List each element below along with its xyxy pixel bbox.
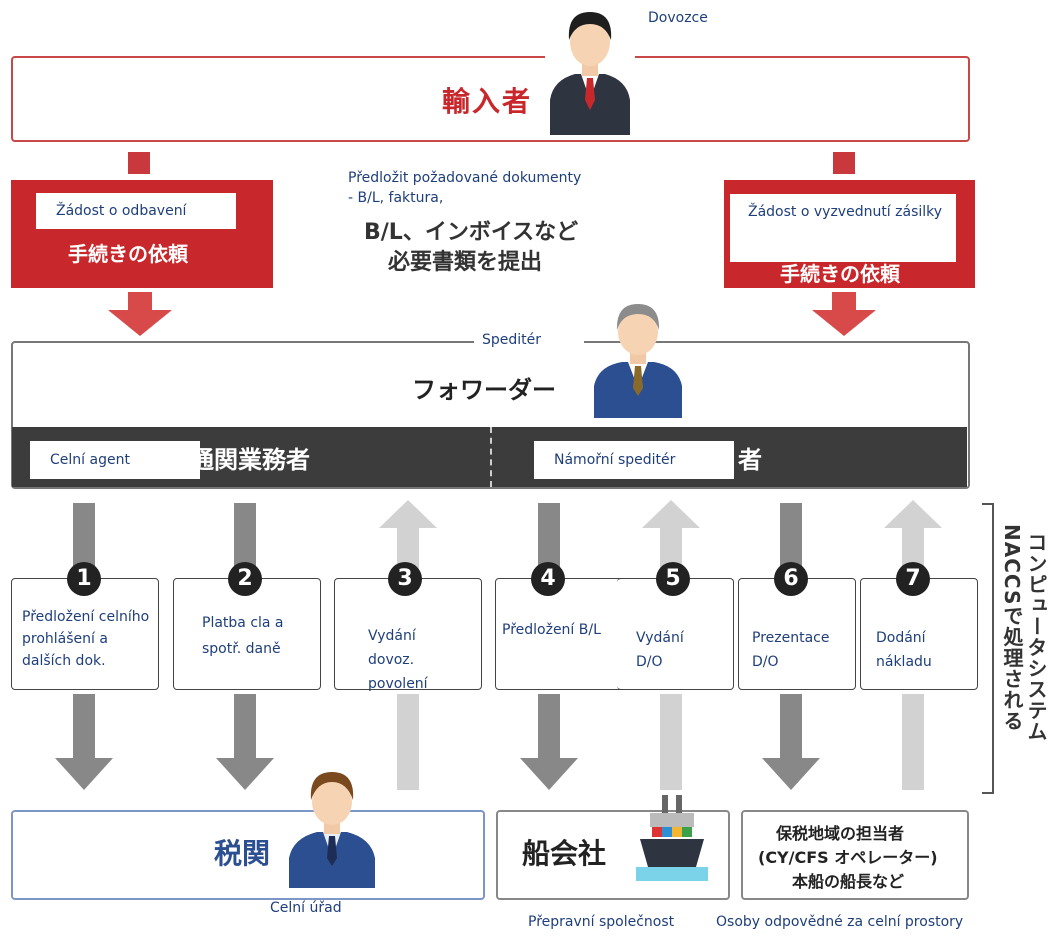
- bonded-label-cz: Osoby odpovědné za celní prostory: [716, 914, 964, 930]
- bonded-label-line1: 保税地域の担当者: [776, 824, 905, 843]
- step-4-text: Předložení B/L: [502, 622, 601, 638]
- step-5-number: 5: [656, 562, 690, 596]
- step-6-number: 6: [774, 562, 808, 596]
- request-left-label-cz: Žádost o odbavení: [36, 193, 236, 229]
- importer-box: [11, 56, 970, 142]
- step-1-text: Předložení celního prohlášení a dalších …: [22, 609, 150, 669]
- naccs-label-line1: コンピュータシステム: [1024, 532, 1048, 742]
- forwarder-label-jp: フォワーダー: [412, 376, 556, 404]
- bonded-area-box: [741, 810, 969, 900]
- customs-agent-label-jp: 通関業務者: [190, 446, 310, 474]
- center-note-jp-line1: B/L、インボイスなど: [364, 220, 579, 245]
- step-5-arrow-tail-icon: [660, 694, 682, 790]
- arrow-down-left-red-icon: [108, 292, 172, 336]
- request-right-label-jp: 手続きの依頼: [780, 262, 900, 286]
- step-6-text: Prezentace D/O: [752, 630, 830, 670]
- importer-label-jp: 輸入者: [442, 85, 533, 118]
- step-6-arrow-out-icon: [762, 694, 820, 790]
- importer-avatar-icon: [545, 0, 635, 135]
- step-3-arrow-tail-icon: [397, 694, 419, 790]
- step-3-number: 3: [388, 562, 422, 596]
- step-3-text: Vydání dovoz. povolení: [368, 628, 428, 692]
- step-2-number: 2: [228, 562, 262, 596]
- customs-label-jp: 税関: [214, 837, 271, 870]
- customs-box: [11, 810, 485, 900]
- step-2-text: Platba cla a spotř. daně: [202, 615, 284, 657]
- step-7-arrow-tail-icon: [902, 694, 924, 790]
- request-left-label-jp: 手続きの依頼: [68, 242, 188, 266]
- shipping-label-cz: Přepravní společnost: [528, 914, 675, 930]
- step-7-number: 7: [896, 562, 930, 596]
- customs-agent-label-cz: Celní agent: [30, 441, 200, 479]
- sea-forwarder-label-cz: Námořní speditér: [534, 441, 734, 479]
- step-4-box: [495, 578, 629, 690]
- sea-forwarder-label-jp: 者: [738, 446, 762, 474]
- customs-officer-avatar-icon: [289, 772, 375, 888]
- bonded-label-line3: 本船の船長など: [792, 872, 905, 891]
- step-2-box: [173, 578, 321, 690]
- customs-label-cz: Celní úřad: [270, 900, 342, 916]
- connector-square-right: [833, 152, 855, 174]
- step-1-number: 1: [67, 562, 101, 596]
- bonded-label-line2: (CY/CFS オペレーター): [758, 848, 938, 867]
- cargo-ship-icon: [636, 795, 708, 881]
- center-note-cz: Předložit požadované dokumenty - B/L, fa…: [348, 170, 582, 206]
- center-note-jp-line2: 必要書類を提出: [388, 250, 543, 275]
- naccs-label-line2: NACCSで処理される: [1000, 524, 1024, 732]
- step-5-text: Vydání D/O: [636, 630, 684, 670]
- step-1-box: [11, 578, 159, 690]
- forwarder-label-cz-bg: [474, 328, 584, 352]
- forwarder-avatar-icon: [594, 304, 682, 418]
- arrow-down-right-red-icon: [812, 292, 876, 336]
- step-5-box: [617, 578, 734, 690]
- forwarder-label-cz: Speditér: [482, 332, 542, 348]
- naccs-bracket: [982, 503, 994, 794]
- connector-square-left: [128, 152, 150, 174]
- step-2-arrow-out-icon: [216, 694, 274, 790]
- step-4-number: 4: [531, 562, 565, 596]
- step-6-box: [738, 578, 856, 690]
- step-3-box: [334, 578, 482, 690]
- forwarder-role-divider: [490, 427, 492, 487]
- importer-label-cz: Dovozce: [648, 10, 708, 26]
- step-1-arrow-out-icon: [55, 694, 113, 790]
- step-7-box: [860, 578, 978, 690]
- shipping-label-jp: 船会社: [522, 837, 607, 870]
- request-right-label-cz: Žádost o vyzvednutí zásilky: [730, 194, 956, 262]
- step-7-text: Dodání nákladu: [876, 630, 932, 670]
- step-4-arrow-out-icon: [520, 694, 578, 790]
